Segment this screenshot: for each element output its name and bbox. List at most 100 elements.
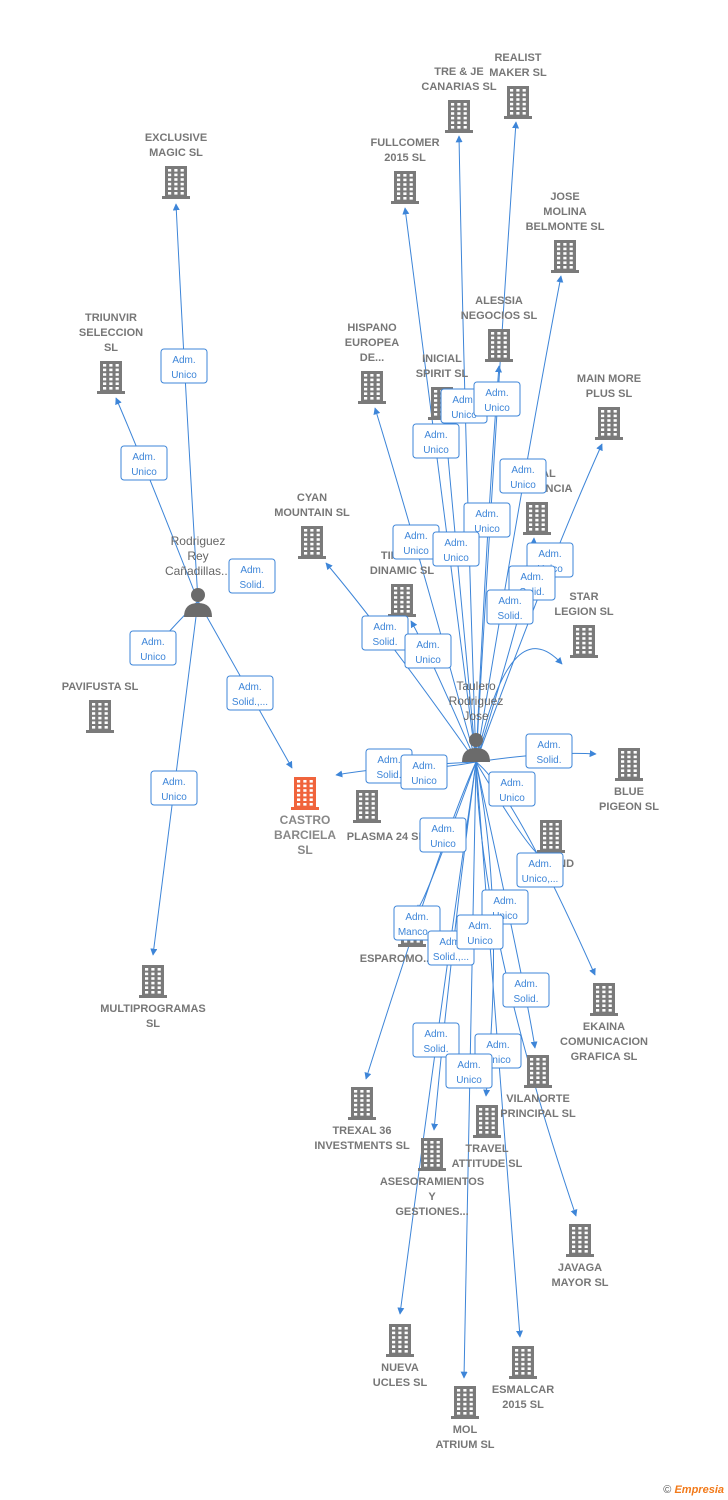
company-label-triunvir[interactable]: TRIUNVIR xyxy=(85,312,137,324)
company-label-alessia[interactable]: NEGOCIOS SL xyxy=(461,310,538,322)
edge-role-label[interactable]: Adm.Unico xyxy=(499,458,547,494)
company-label-exclusive[interactable]: EXCLUSIVE xyxy=(145,132,207,144)
edge-role-label[interactable]: Adm.Unico xyxy=(419,817,467,853)
company-label-tre[interactable]: CANARIAS SL xyxy=(421,81,496,93)
edge-role-label[interactable]: Adm.Unico xyxy=(473,381,521,417)
company-label-asesoramientos[interactable]: ASESORAMIENTOS xyxy=(380,1176,484,1188)
company-label-ekaina[interactable]: COMUNICACION xyxy=(560,1036,648,1048)
company-label-fullcomer[interactable]: FULLCOMER xyxy=(370,137,439,149)
edge-role-label[interactable]: Adm.Unico xyxy=(120,445,168,481)
role-text: Solid. xyxy=(536,755,561,766)
company-label-mainmore[interactable]: PLUS SL xyxy=(586,388,633,400)
company-label-vilanorte[interactable]: PRINCIPAL SL xyxy=(500,1108,576,1120)
role-box xyxy=(456,914,504,950)
company-label-asesoramientos[interactable]: Y xyxy=(428,1191,436,1203)
company-label-jose[interactable]: MOLINA xyxy=(543,206,586,218)
edge-role-label[interactable]: Adm.Unico xyxy=(392,524,440,560)
edge-role-label[interactable]: Adm. Solid. xyxy=(525,733,573,769)
company-label-mainmore[interactable]: MAIN MORE xyxy=(577,373,641,385)
role-text: Unico xyxy=(403,546,429,557)
edge-role-label[interactable]: Adm.Unico xyxy=(463,502,511,538)
edge-role-label[interactable]: Adm.Solid. xyxy=(486,589,534,625)
company-label-fullcomer[interactable]: 2015 SL xyxy=(384,152,426,164)
company-label-mol[interactable]: ATRIUM SL xyxy=(435,1439,494,1451)
company-label-plasma[interactable]: PLASMA 24 SL xyxy=(347,831,426,843)
person-label-taulero[interactable]: Jose xyxy=(463,709,489,723)
edge-role-label[interactable]: Adm.Unico xyxy=(412,423,460,459)
company-label-hispano[interactable]: DE... xyxy=(360,352,384,364)
edge-role-label[interactable]: Adm.Unico xyxy=(129,630,177,666)
company-label-travel[interactable]: ATTITUDE SL xyxy=(452,1158,523,1170)
person-label-taulero[interactable]: Rodriguez xyxy=(449,694,504,708)
edge-role-label[interactable]: Adm.Solid. xyxy=(502,972,550,1008)
company-label-triunvir[interactable]: SL xyxy=(104,342,118,354)
company-label-asesoramientos[interactable]: GESTIONES... xyxy=(395,1206,468,1218)
person-label-rodriguez[interactable]: Rey xyxy=(187,549,208,563)
role-box xyxy=(502,972,550,1008)
edge-role-label[interactable]: Adm.Unico xyxy=(488,771,536,807)
edge-role-label[interactable]: Adm.Unico,... xyxy=(516,852,564,888)
company-label-timber[interactable]: DINAMIC SL xyxy=(370,565,434,577)
company-label-blue[interactable]: BLUE xyxy=(614,786,644,798)
company-label-javaga[interactable]: MAYOR SL xyxy=(551,1277,608,1289)
company-label-star[interactable]: LEGION SL xyxy=(554,606,614,618)
edge-role-label[interactable]: Adm.Solid. xyxy=(228,558,276,594)
edge-role-label[interactable]: Adm.Unico xyxy=(404,633,452,669)
edge-role-label[interactable]: Adm.Solid. xyxy=(361,615,409,651)
company-label-castro[interactable]: CASTRO xyxy=(280,813,331,827)
company-label-cyan[interactable]: MOUNTAIN SL xyxy=(274,507,350,519)
building-icon xyxy=(504,86,532,119)
edge-role-label[interactable]: Adm.Solid.,... xyxy=(226,675,274,711)
company-label-multiprogramas[interactable]: SL xyxy=(146,1018,160,1030)
role-box xyxy=(499,458,547,494)
company-label-travel[interactable]: TRAVEL xyxy=(465,1143,508,1155)
building-icon xyxy=(537,820,565,853)
company-label-esmalcar[interactable]: ESMALCAR xyxy=(492,1384,554,1396)
company-label-realist[interactable]: MAKER SL xyxy=(489,67,547,79)
company-label-alessia[interactable]: ALESSIA xyxy=(475,295,523,307)
company-label-castro[interactable]: BARCIELA xyxy=(274,828,336,842)
company-label-exclusive[interactable]: MAGIC SL xyxy=(149,147,203,159)
company-label-nueva[interactable]: NUEVA xyxy=(381,1362,419,1374)
company-label-star[interactable]: STAR xyxy=(569,591,598,603)
company-label-multiprogramas[interactable]: MULTIPROGRAMAS xyxy=(100,1003,206,1015)
edge-role-label[interactable]: Adm.Unico xyxy=(456,914,504,950)
role-text: Unico xyxy=(161,792,187,803)
role-text: Adm. xyxy=(537,740,560,751)
role-text: Solid.,... xyxy=(232,697,268,708)
company-label-tre[interactable]: TRE & JE xyxy=(434,66,484,78)
company-label-pavifusta[interactable]: PAVIFUSTA SL xyxy=(62,681,139,693)
person-label-rodriguez[interactable]: Rodriguez xyxy=(171,534,226,548)
company-label-inicial[interactable]: INICIAL xyxy=(422,353,462,365)
company-label-hispano[interactable]: HISPANO xyxy=(347,322,397,334)
company-label-trexal[interactable]: TREXAL 36 xyxy=(332,1125,391,1137)
company-label-realist[interactable]: REALIST xyxy=(494,52,541,64)
company-label-triunvir[interactable]: SELECCION xyxy=(79,327,143,339)
role-text: Adm. xyxy=(468,921,491,932)
company-label-cyan[interactable]: CYAN xyxy=(297,492,327,504)
company-label-esparomo[interactable]: ESPAROMO... xyxy=(360,953,433,965)
company-label-trexal[interactable]: INVESTMENTS SL xyxy=(314,1140,410,1152)
edge-role-label[interactable]: Adm.Unico xyxy=(445,1053,493,1089)
company-label-ekaina[interactable]: EKAINA xyxy=(583,1021,625,1033)
company-label-vilanorte[interactable]: VILANORTE xyxy=(506,1093,570,1105)
edge-role-label[interactable]: Adm.Unico xyxy=(150,770,198,806)
person-label-rodriguez[interactable]: Cañadillas... xyxy=(165,564,231,578)
edge-role-label[interactable]: Adm.Unico xyxy=(432,531,480,567)
company-label-nueva[interactable]: UCLES SL xyxy=(373,1377,428,1389)
company-label-ekaina[interactable]: GRAFICA SL xyxy=(571,1051,638,1063)
edge-role-label[interactable]: Adm.Unico xyxy=(160,348,208,384)
company-label-inicial[interactable]: SPIRIT SL xyxy=(416,368,469,380)
company-label-esmalcar[interactable]: 2015 SL xyxy=(502,1399,544,1411)
company-label-javaga[interactable]: JAVAGA xyxy=(558,1262,602,1274)
company-label-jose[interactable]: JOSE xyxy=(550,191,579,203)
role-text: Unico xyxy=(415,655,441,666)
company-label-castro[interactable]: SL xyxy=(297,843,312,857)
company-label-blue[interactable]: PIGEON SL xyxy=(599,801,659,813)
company-label-hispano[interactable]: EUROPEA xyxy=(345,337,399,349)
person-label-taulero[interactable]: Taulero xyxy=(456,679,496,693)
edge-role-label[interactable]: Adm.Unico xyxy=(400,754,448,790)
company-label-jose[interactable]: BELMONTE SL xyxy=(526,221,605,233)
company-label-mol[interactable]: MOL xyxy=(453,1424,478,1436)
edge-role-label[interactable]: Adm.Solid. xyxy=(412,1022,460,1058)
